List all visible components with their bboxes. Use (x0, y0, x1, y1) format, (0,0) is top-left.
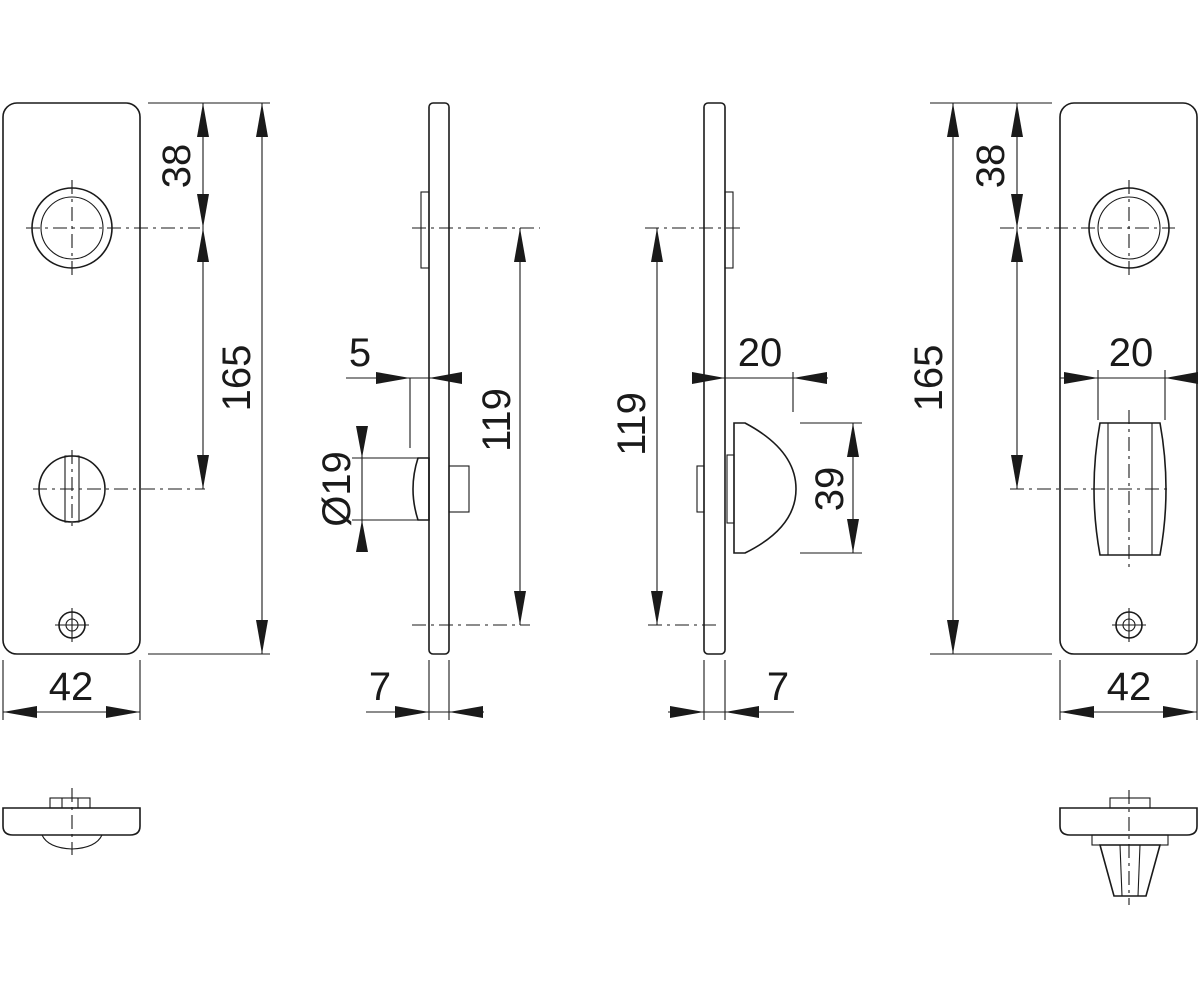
dim-label-39: 39 (808, 467, 852, 512)
release-knob-side (412, 457, 430, 521)
dim-label-diameter-19: Ø19 (315, 451, 359, 527)
dim-label-7-left: 7 (369, 665, 391, 709)
dim-label-7-right: 7 (767, 665, 789, 709)
front-view-left: 38 165 42 (2, 102, 270, 720)
dim-label-119-right: 119 (610, 392, 654, 456)
dim-label-20-side: 20 (738, 331, 783, 375)
side-view-left: 5 Ø19 119 7 (315, 102, 540, 720)
dim-label-5: 5 (349, 331, 371, 375)
dim-label-165-left: 165 (215, 345, 259, 412)
side-view-right: 119 20 39 7 (610, 102, 862, 720)
handle-rose-inner-right (1097, 196, 1161, 260)
dim-label-42-left: 42 (49, 665, 94, 709)
escutcheon-plate-left (2, 102, 141, 655)
handle-rose-inner (40, 196, 104, 260)
turn-knob-front (1093, 422, 1167, 556)
dim-label-119-left: 119 (475, 388, 519, 452)
top-view-left (2, 788, 141, 855)
dim-label-165-right: 165 (907, 345, 951, 412)
turn-knob-side (733, 422, 797, 554)
dim-label-38-right: 38 (969, 144, 1013, 189)
turn-knob-top (1098, 844, 1162, 897)
dim-label-42-right: 42 (1107, 665, 1152, 709)
plate-top-profile-right (1059, 807, 1198, 836)
top-view-right (1059, 790, 1198, 905)
dim-label-38: 38 (155, 144, 199, 189)
front-view-right: 38 165 20 42 (907, 102, 1198, 720)
dim-label-20-front: 20 (1109, 331, 1154, 375)
plate-top-profile-left (2, 807, 141, 836)
